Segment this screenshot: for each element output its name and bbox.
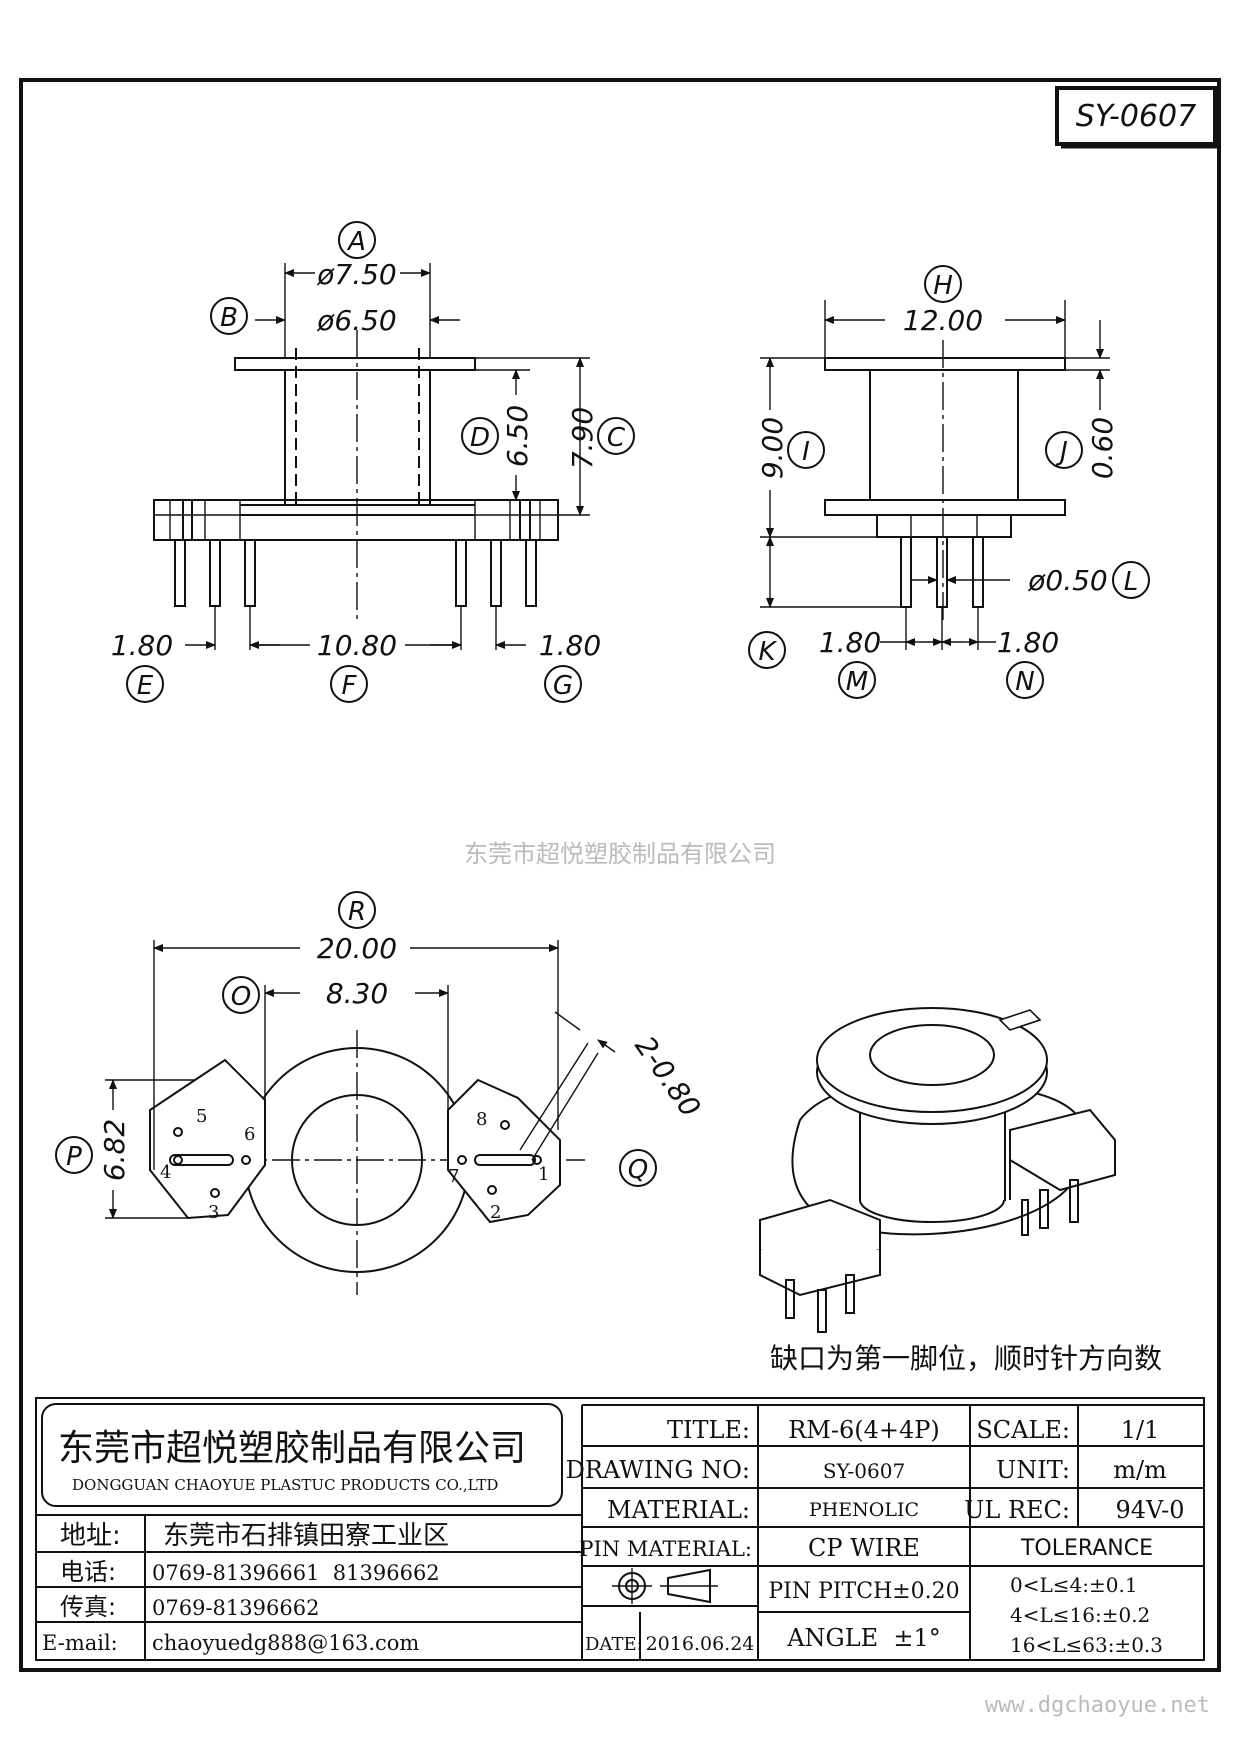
tolerance-1: 0<L≤4:±0.1 (1010, 1573, 1138, 1597)
svg-text:1: 1 (538, 1164, 549, 1185)
company-name-en: DONGGUAN CHAOYUE PLASTUC PRODUCTS CO.,LT… (72, 1476, 498, 1494)
projection-symbol-icon (612, 1568, 718, 1604)
material-label: MATERIAL: (607, 1496, 750, 1524)
svg-text:B: B (220, 303, 238, 333)
angle-tolerance: ANGLE ±1° (786, 1624, 941, 1652)
unit-label: UNIT: (996, 1456, 1070, 1484)
material-value: PHENOLIC (809, 1499, 919, 1521)
dim-b-value: ø6.50 (316, 304, 396, 337)
svg-text:D: D (470, 423, 490, 453)
dim-h-value: 12.00 (903, 304, 983, 337)
pin-material-value: CP WIRE (808, 1534, 920, 1562)
fax-label: 传真: (60, 1593, 116, 1621)
svg-text:O: O (231, 982, 251, 1012)
side-view: H 12.00 9.00 I K 0.60 J ø0.50 L 1.80 1.8… (748, 265, 1150, 699)
scale-value: 1/1 (1121, 1416, 1160, 1444)
svg-text:4: 4 (160, 1162, 171, 1183)
dim-f-value: 10.80 (317, 629, 397, 662)
scale-label: SCALE: (976, 1416, 1070, 1444)
unit-value: m/m (1113, 1456, 1167, 1484)
top-view: 5 6 4 3 8 7 1 2 2-0.80 Q R 20.00 (55, 891, 707, 1295)
svg-text:R: R (348, 897, 366, 927)
address-label: 地址: (60, 1521, 121, 1551)
dim-d-value: 6.50 (501, 405, 534, 467)
svg-text:6: 6 (244, 1124, 255, 1145)
svg-text:H: H (933, 271, 953, 301)
part-code: SY-0607 (1076, 99, 1196, 134)
svg-text:N: N (1015, 667, 1034, 697)
date-label: DATE: (585, 1634, 643, 1655)
dim-g-value: 1.80 (539, 629, 601, 662)
fax-value: 0769-81396662 (152, 1596, 319, 1620)
svg-text:2: 2 (490, 1202, 501, 1223)
svg-text:A: A (346, 227, 366, 257)
svg-text:3: 3 (208, 1202, 219, 1223)
watermark: 东莞市超悦塑胶制品有限公司 (464, 840, 776, 868)
phone-value: 0769-81396661 81396662 (152, 1561, 440, 1585)
dim-q-value: 2-0.80 (628, 1030, 707, 1123)
svg-text:E: E (137, 671, 154, 701)
email-value: chaoyuedg888@163.com (152, 1631, 419, 1655)
front-view: A ø7.50 B ø6.50 7.90 C 6.50 D 1.80 10.80… (111, 221, 635, 703)
title-block: 东莞市超悦塑胶制品有限公司 DONGGUAN CHAOYUE PLASTUC P… (35, 1397, 1205, 1661)
dim-m-value: 1.80 (819, 626, 881, 659)
ul-rec-value: 94V-0 (1115, 1496, 1184, 1524)
date-value: 2016.06.24 (646, 1633, 755, 1655)
svg-text:Q: Q (628, 1155, 648, 1185)
email-label: E-mail: (42, 1631, 118, 1655)
isometric-view (759, 1007, 1116, 1333)
ul-rec-label: UL REC: (964, 1496, 1070, 1524)
svg-text:5: 5 (196, 1106, 207, 1127)
svg-text:8: 8 (476, 1109, 487, 1130)
website-watermark: www.dgchaoyue.net (985, 1693, 1210, 1718)
pin-note: 缺口为第一脚位，顺时针方向数 (770, 1342, 1162, 1375)
tolerance-2: 4<L≤16:±0.2 (1010, 1603, 1150, 1627)
address-value: 东莞市石排镇田寮工业区 (163, 1521, 449, 1551)
phone-label: 电话: (60, 1558, 116, 1586)
svg-text:F: F (342, 671, 358, 701)
svg-text:7: 7 (448, 1166, 459, 1187)
dim-a-value: ø7.50 (316, 258, 396, 291)
tolerance-3: 16<L≤63:±0.3 (1010, 1633, 1163, 1657)
title-value: RM-6(4+4P) (788, 1416, 940, 1444)
dim-l-value: ø0.50 (1027, 564, 1107, 597)
company-name-cn: 东莞市超悦塑胶制品有限公司 (58, 1428, 526, 1469)
svg-text:K: K (758, 637, 777, 667)
pin-pitch: PIN PITCH±0.20 (768, 1579, 959, 1604)
dim-c-value: 7.90 (566, 407, 599, 469)
svg-text:J: J (1055, 437, 1068, 467)
dim-e-value: 1.80 (111, 629, 173, 662)
dim-o-value: 8.30 (326, 977, 388, 1010)
svg-text:M: M (846, 667, 868, 697)
tolerance-label: TOLERANCE (1020, 1536, 1153, 1561)
drawing-no-value: SY-0607 (823, 1459, 905, 1483)
dim-i-value: 9.00 (756, 417, 789, 479)
svg-text:I: I (802, 437, 810, 467)
dim-r-value: 20.00 (317, 932, 397, 965)
pin-material-label: PIN MATERIAL: (579, 1537, 752, 1561)
svg-text:L: L (1124, 567, 1139, 597)
dim-p-value: 6.82 (98, 1119, 131, 1181)
svg-text:C: C (607, 423, 626, 453)
svg-text:G: G (553, 671, 573, 701)
dim-n-value: 1.80 (997, 626, 1059, 659)
sheet-border (19, 78, 1221, 1672)
dim-j-value: 0.60 (1086, 417, 1119, 479)
part-code-box: SY-0607 (1055, 86, 1218, 149)
svg-text:P: P (66, 1142, 82, 1172)
drawing-no-label: DRAWING NO: (566, 1456, 750, 1484)
title-label: TITLE: (667, 1416, 750, 1444)
